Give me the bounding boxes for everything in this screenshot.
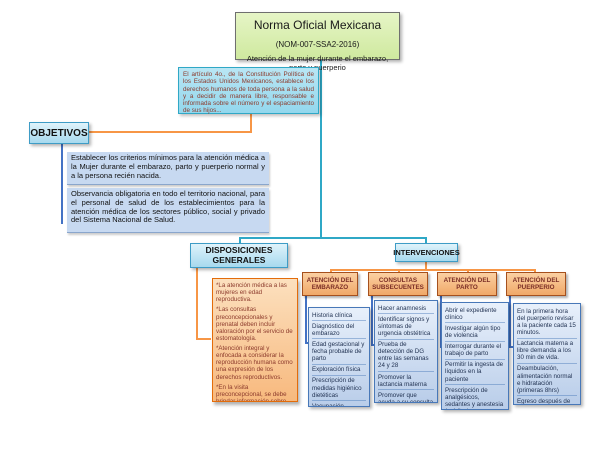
connector-intervenciones-stem [425, 262, 427, 270]
branch-label: ATENCIÓN DEL PUERPERIO [512, 276, 560, 291]
list-item: Promover la lactancia materna [378, 372, 434, 391]
disposiciones-label-box: DISPOSICIONES GENERALES [190, 243, 288, 268]
branch-label: CONSULTAS SUBSECUENTES [372, 276, 424, 291]
branch-atencion-parto: ATENCIÓN DEL PARTO [437, 272, 497, 296]
branch-label: ATENCIÓN DEL EMBARAZO [306, 276, 354, 291]
list-item: Lactancia materna a libre demanda a los … [517, 339, 577, 364]
connector-drop-subsecuentes [398, 269, 400, 273]
list-item: Diagnóstico del embarazo [312, 321, 366, 340]
connector-article-to-objetivos [89, 113, 252, 133]
connector-puerperio-to-list [509, 296, 516, 348]
branch-consultas-subsecuentes: CONSULTAS SUBSECUENTES [368, 272, 428, 296]
connector-drop-parto [467, 269, 469, 273]
list-item: Edad gestacional y fecha probable de par… [312, 339, 366, 365]
list-item: Identificar signos y síntomas de urgenci… [378, 314, 434, 340]
list-item: *Las consultas preconcepcionales y prena… [216, 306, 293, 342]
list-item: Prescripción de medidas higiénico dietét… [312, 376, 366, 402]
list-item: *En la visita preconcepcional, se debe b… [216, 383, 287, 402]
connector-objetivos-to-points [61, 144, 63, 224]
disposiciones-label: DISPOSICIONES GENERALES [205, 244, 273, 265]
title-box: Norma Oficial Mexicana (NOM-007-SSA2-201… [235, 12, 400, 72]
connector-drop-disposiciones [239, 237, 241, 244]
disposiciones-items-box: *La atención médica a las mujeres en eda… [212, 278, 298, 402]
list-item: Interrogar durante el trabajo de parto [445, 342, 505, 360]
intervenciones-label: INTERVENCIONES [393, 248, 460, 257]
connector-drop-puerperio [534, 269, 536, 273]
list-item: Prescripción de analgésicos, sedantes y … [445, 385, 505, 409]
branch-atencion-embarazo: ATENCIÓN DEL EMBARAZO [302, 272, 358, 296]
title-text: Norma Oficial Mexicana [253, 18, 382, 32]
title-code: (NOM-007-SSA2-2016) [275, 40, 360, 49]
branch-label: ATENCIÓN DEL PARTO [443, 276, 491, 291]
list-item: Investigar algún tipo de violencia [445, 323, 505, 342]
connector-drop-intervenciones [425, 237, 427, 244]
puerperio-items-box: En la primera hora del puerperio revisar… [513, 303, 581, 405]
list-item: Exploración física [312, 365, 366, 376]
objetivos-point-1: Establecer los criterios mínimos para la… [67, 152, 269, 185]
connector-branches-horizontal [239, 237, 427, 239]
list-item: Abrir el expediente clínico [445, 305, 505, 324]
connector-title-to-branches [320, 59, 322, 238]
list-item: Permitir la ingesta de líquidos en la pa… [445, 360, 505, 386]
list-item: Hacer anamnesis [378, 303, 434, 315]
list-item: *Atención integral y enfocada a consider… [216, 345, 293, 381]
objetivos-label: OBJETIVOS [30, 127, 88, 139]
article-note-box: El artículo 4o., de la Constitución Polí… [178, 67, 319, 114]
list-item: Prueba de detección de DG entre las sema… [378, 340, 434, 372]
list-item: Egreso después de las 24 horas [517, 396, 577, 404]
list-item: *La atención médica a las mujeres en eda… [216, 282, 287, 304]
list-item: Deambulación, alimentación normal e hidr… [517, 364, 577, 397]
objetivos-label-box: OBJETIVOS [29, 122, 89, 144]
connector-disposiciones-to-items [196, 268, 211, 340]
list-item: En la primera hora del puerperio revisar… [517, 306, 577, 339]
list-item: Historia clínica [312, 310, 366, 322]
connector-intervenciones-horizontal [330, 269, 536, 271]
list-item: Vacunación [312, 401, 366, 406]
branch-atencion-puerperio: ATENCIÓN DEL PUERPERIO [506, 272, 566, 296]
intervenciones-label-box: INTERVENCIONES [393, 243, 460, 262]
list-item: Promover que acuda a su consulta [378, 390, 434, 402]
connector-drop-embarazo [330, 269, 332, 273]
objetivos-point-2: Observancia obligatoria en todo el terri… [67, 188, 269, 233]
